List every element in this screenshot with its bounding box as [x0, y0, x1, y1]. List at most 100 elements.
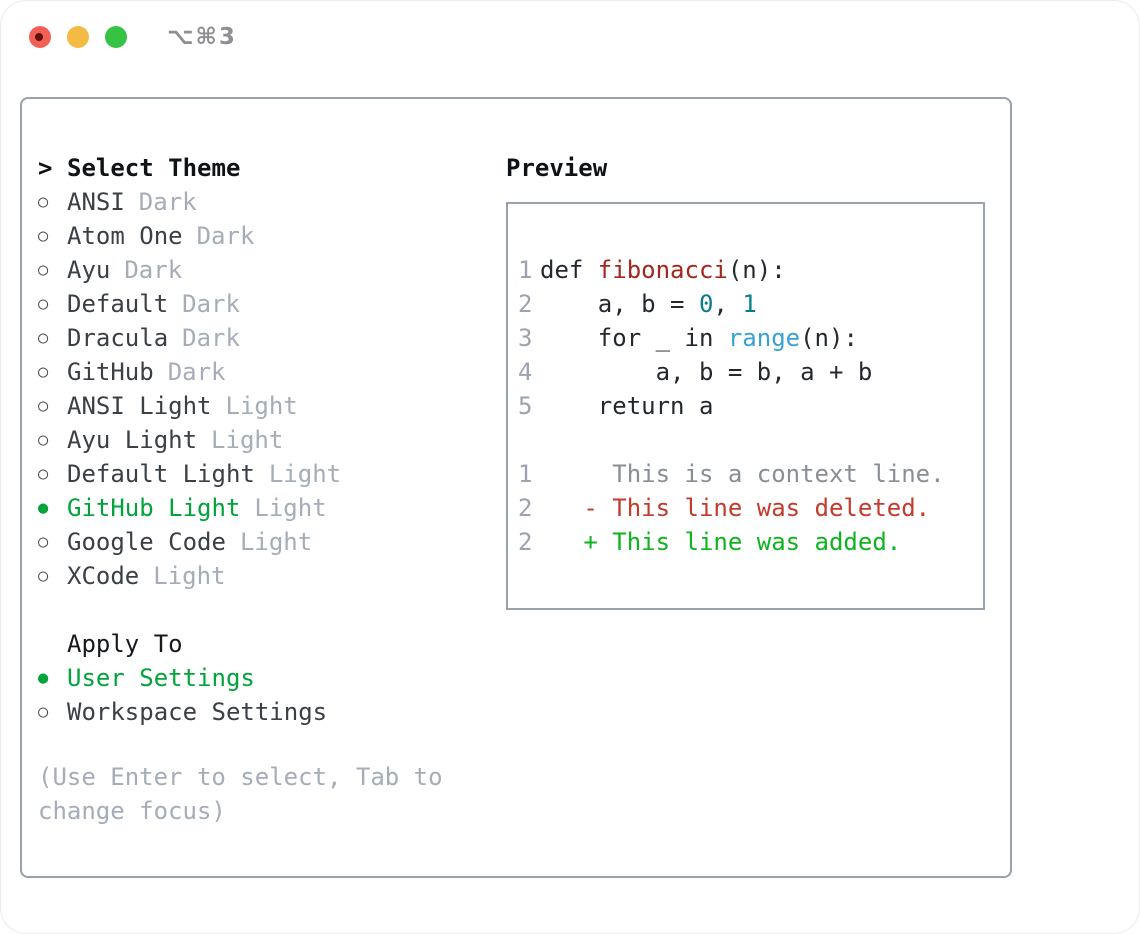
minimize-button[interactable]: [67, 26, 89, 48]
maximize-button[interactable]: [105, 26, 127, 48]
line-number: 4: [518, 358, 533, 386]
apply-to-header-label: Apply To: [67, 630, 183, 658]
diff-line: 2 - This line was deleted.: [518, 491, 983, 525]
apply-option-label: Workspace Settings: [67, 698, 328, 726]
diff-preview: 1 This is a context line.2 - This line w…: [518, 457, 983, 559]
radio-on-icon: ●: [38, 668, 49, 688]
diff-text: This is a context line.: [540, 460, 945, 488]
line-number: 2: [518, 494, 533, 522]
radio-off-icon: ○: [38, 226, 49, 246]
theme-variant-tag: Dark: [182, 290, 240, 318]
theme-variant-tag: Light: [153, 562, 226, 590]
apply-option[interactable]: ○ Workspace Settings: [38, 695, 327, 729]
code-text: for _ in range(n):: [540, 324, 858, 352]
code-line: 3 for _ in range(n):: [518, 321, 983, 355]
theme-name: ANSI Light: [67, 392, 212, 420]
radio-off-icon: ○: [38, 192, 49, 212]
theme-variant-tag: Light: [254, 494, 327, 522]
theme-name: Google Code: [67, 528, 226, 556]
theme-name: Atom One: [67, 222, 183, 250]
diff-line: 2 + This line was added.: [518, 525, 983, 559]
theme-option[interactable]: ○ Google Code Light: [38, 525, 341, 559]
line-number: 3: [518, 324, 533, 352]
theme-variant-tag: Dark: [196, 222, 255, 250]
select-theme-header-label: Select Theme: [67, 154, 241, 182]
theme-option[interactable]: ○ Ayu Light Light: [38, 423, 341, 457]
apply-option[interactable]: ● User Settings: [38, 661, 327, 695]
titlebar: ⌥⌘3: [0, 0, 1140, 74]
line-number: 1: [518, 256, 533, 284]
code-text: def fibonacci(n):: [540, 256, 786, 284]
radio-off-icon: ○: [38, 328, 49, 348]
theme-variant-tag: Light: [268, 460, 342, 488]
theme-name: Dracula: [67, 324, 169, 352]
radio-off-icon: ○: [38, 566, 49, 586]
theme-option[interactable]: ○ ANSI Light Light: [38, 389, 341, 423]
radio-off-icon: ○: [38, 532, 49, 552]
select-theme-header: > Select Theme: [38, 151, 341, 185]
radio-off-icon: ○: [38, 702, 49, 722]
theme-variant-tag: Light: [239, 528, 313, 556]
radio-off-icon: ○: [38, 260, 49, 280]
radio-off-icon: ○: [38, 294, 49, 314]
preview-blank-line: [518, 423, 983, 457]
apply-to-list: ● User Settings ○ Workspace Settings: [38, 661, 327, 729]
diff-text: + This line was added.: [540, 528, 902, 556]
diff-text: - This line was deleted.: [540, 494, 931, 522]
theme-name: GitHub Light: [67, 494, 241, 522]
theme-variant-tag: Dark: [138, 188, 197, 216]
radio-off-icon: ○: [38, 396, 49, 416]
preview-header: Preview: [506, 154, 608, 182]
radio-off-icon: ○: [38, 362, 49, 382]
radio-off-icon: ○: [38, 430, 49, 450]
window-title: ⌥⌘3: [167, 24, 237, 50]
cursor-icon: >: [38, 154, 53, 182]
line-number: 2: [518, 528, 533, 556]
theme-option[interactable]: ○ XCode Light: [38, 559, 341, 593]
theme-variant-tag: Dark: [182, 324, 240, 352]
code-line: 2 a, b = 0, 1: [518, 287, 983, 321]
line-number: 1: [518, 460, 533, 488]
theme-option[interactable]: ○ Dracula Dark: [38, 321, 341, 355]
theme-option[interactable]: ○ Default Dark: [38, 287, 341, 321]
theme-variant-tag: Light: [211, 426, 284, 454]
apply-to-section: Apply To ● User Settings ○ Workspace Settin…: [38, 627, 327, 729]
unsaved-dot-icon: [35, 33, 43, 41]
theme-name: GitHub: [67, 358, 154, 386]
apply-to-header: Apply To: [38, 627, 327, 661]
theme-option[interactable]: ● GitHub Light Light: [38, 491, 341, 525]
apply-option-label: User Settings: [67, 664, 255, 692]
line-number: 2: [518, 290, 533, 318]
theme-name: XCode: [67, 562, 140, 590]
theme-variant-tag: Light: [225, 392, 298, 420]
code-text: a, b = 0, 1: [540, 290, 757, 318]
theme-name: Ayu: [67, 256, 111, 284]
code-line: 5 return a: [518, 389, 983, 423]
theme-option[interactable]: ○ ANSI Dark: [38, 185, 341, 219]
line-number: 5: [518, 392, 533, 420]
theme-name: Default: [67, 290, 169, 318]
radio-off-icon: ○: [38, 464, 49, 484]
code-line: 4 a, b = b, a + b: [518, 355, 983, 389]
close-button[interactable]: [29, 26, 51, 48]
theme-name: ANSI: [67, 188, 125, 216]
theme-name: Ayu Light: [67, 426, 198, 454]
diff-line: 1 This is a context line.: [518, 457, 983, 491]
radio-on-icon: ●: [38, 498, 49, 518]
code-text: a, b = b, a + b: [540, 358, 873, 386]
hint-text: (Use Enter to select, Tab to change focu…: [38, 763, 443, 825]
theme-option[interactable]: ○ Atom One Dark: [38, 219, 341, 253]
code-text: return a: [540, 392, 714, 420]
traffic-lights: [29, 26, 127, 48]
